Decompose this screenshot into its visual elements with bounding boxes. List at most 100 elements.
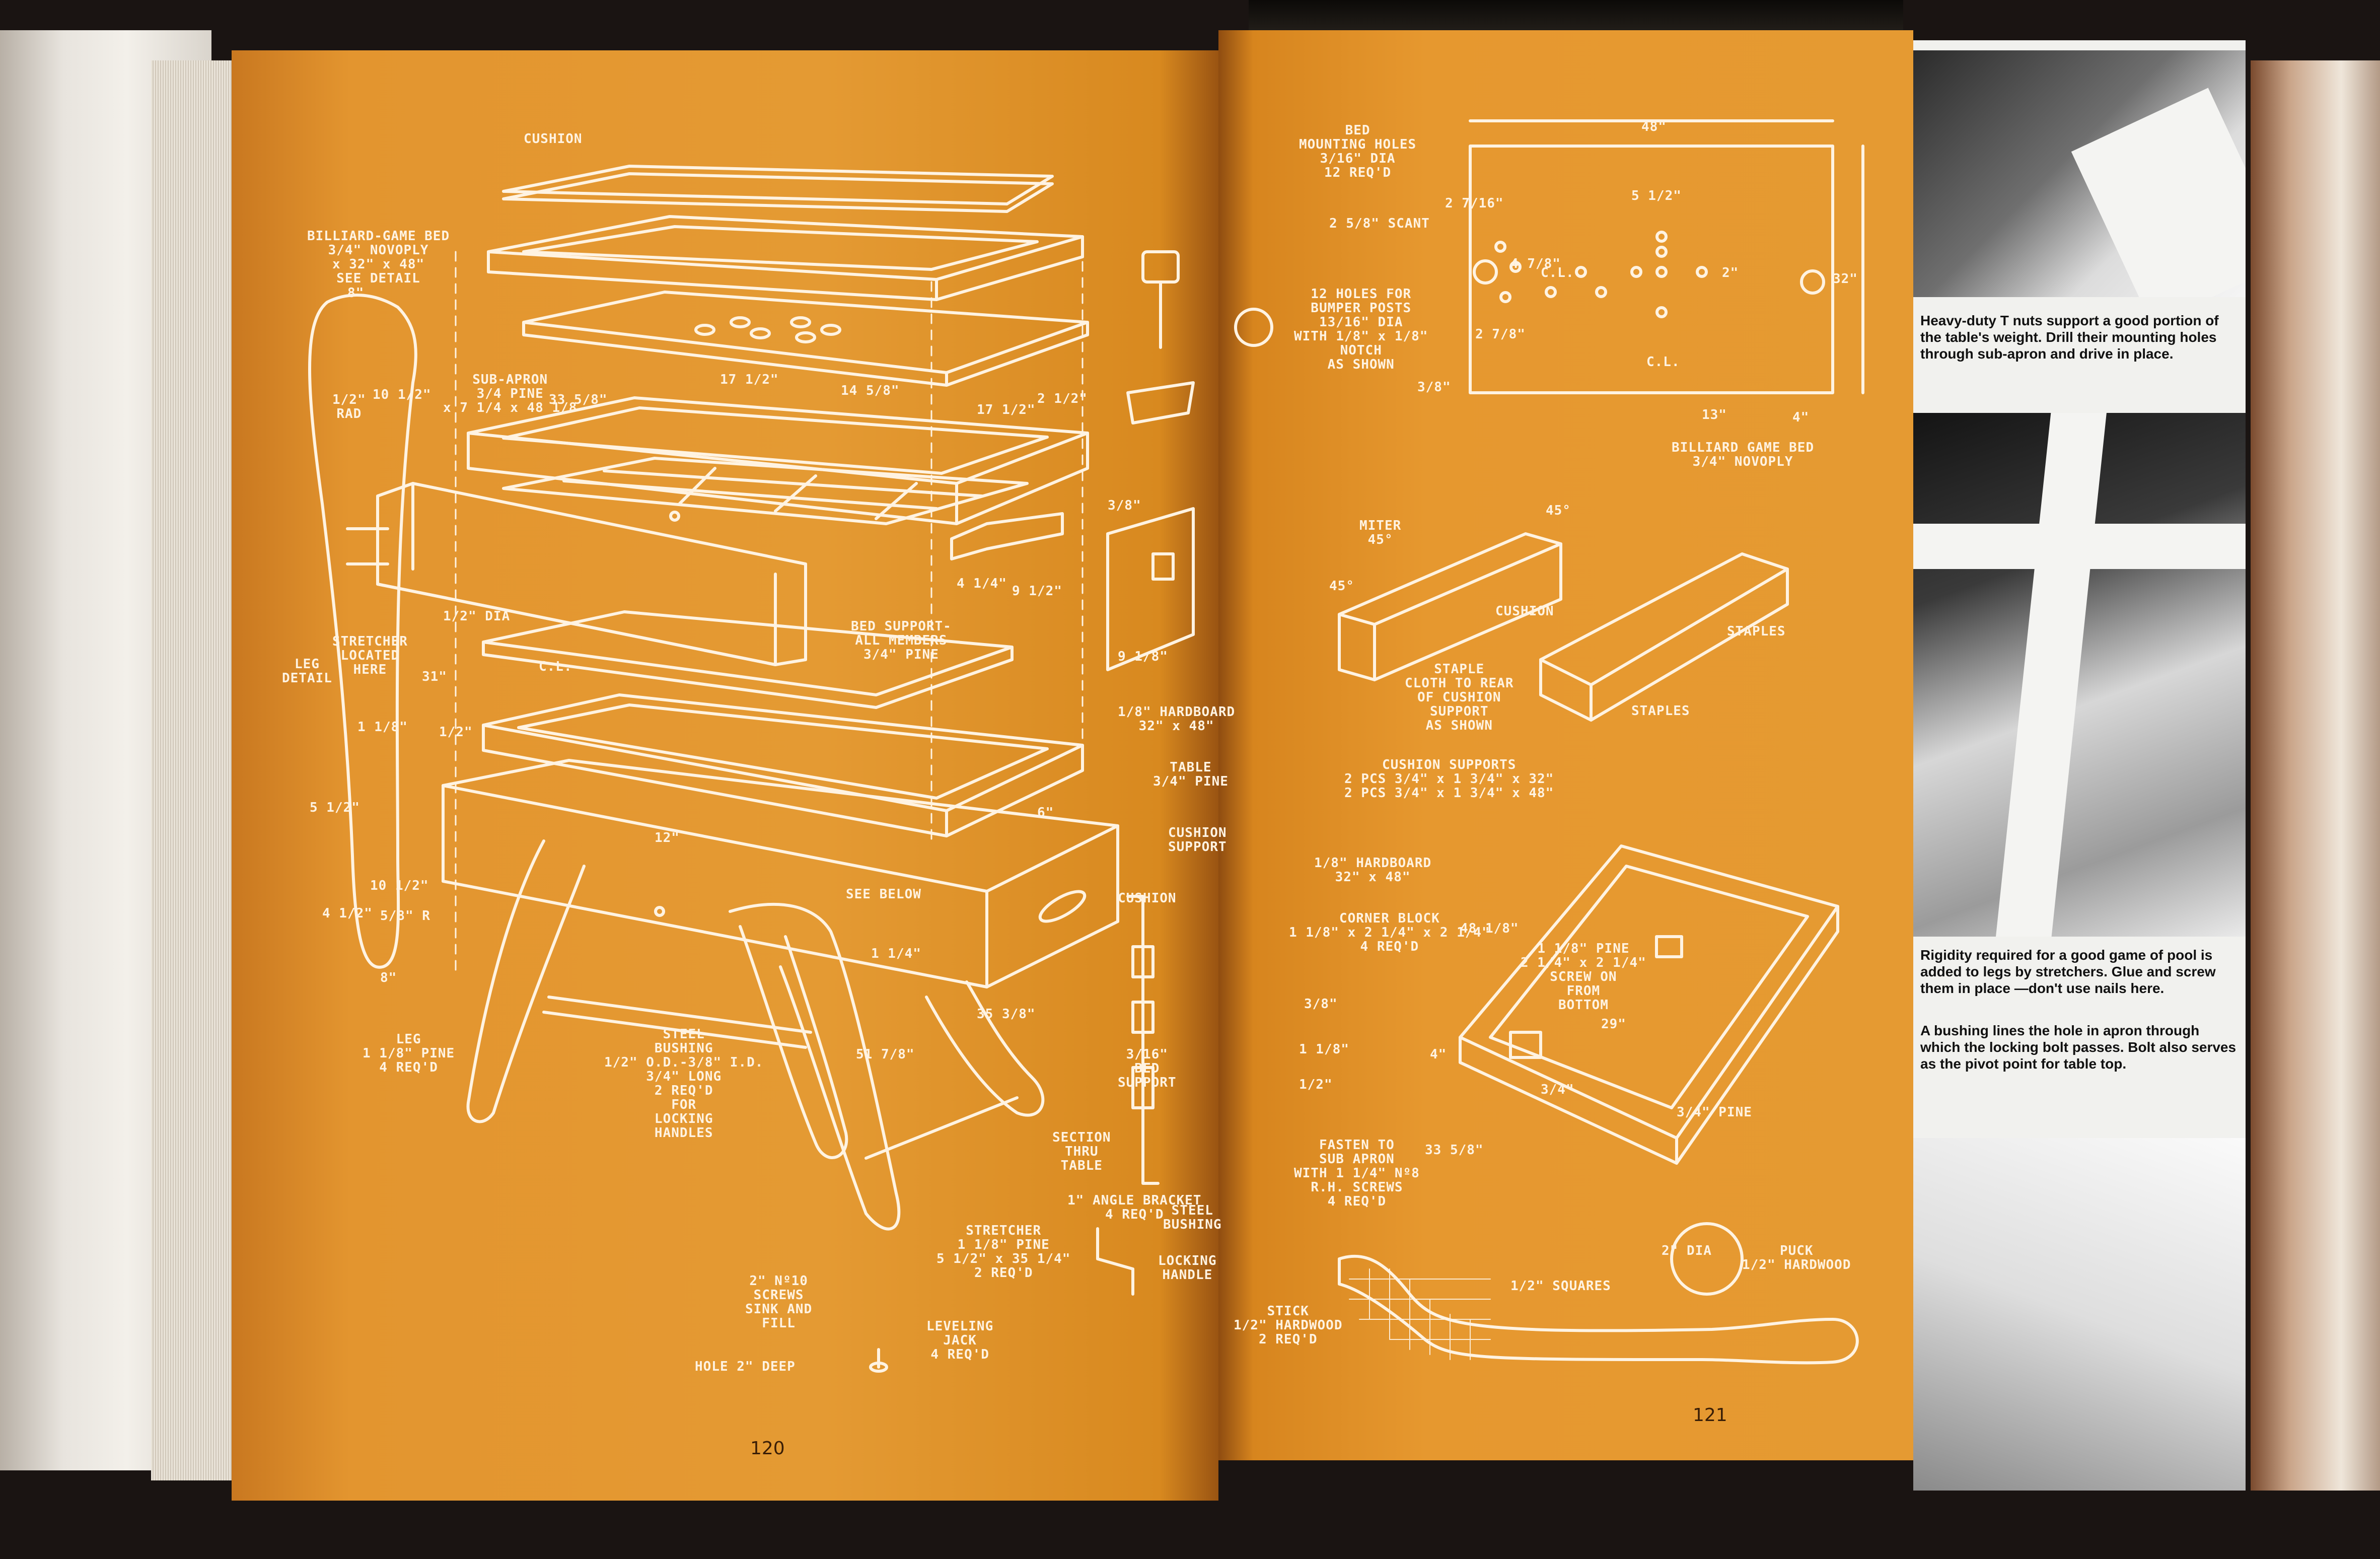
label-dim-17-half-b: 17 1/2" xyxy=(977,402,1036,417)
label-leg-width: 8" xyxy=(347,286,365,301)
label-billiard-game-bed-plan: BILLIARD GAME BED 3/4" NOVOPLY xyxy=(1672,440,1815,469)
label-steel-bushing: STEEL BUSHING 1/2" O.D.-3/8" I.D. 3/4" L… xyxy=(604,1027,764,1141)
label-dim-3-8: 3/8" xyxy=(1108,498,1141,513)
photo-stretcher-board xyxy=(1913,524,2246,569)
left-page-edges xyxy=(151,60,232,1480)
page-number-left: 120 xyxy=(750,1438,785,1459)
label-cushion: CUSHION xyxy=(524,131,583,147)
label-cushion-2: CUSHION xyxy=(1118,891,1177,906)
label-dim-6: 6" xyxy=(1037,805,1054,820)
label-hardboard-left: 1/8" HARDBOARD 32" x 48" xyxy=(1118,704,1236,734)
label-hole: HOLE 2" DEEP xyxy=(695,1359,796,1374)
label-corner-block: CORNER BLOCK 1 1/8" x 2 1/4" x 2 1/4" 4 … xyxy=(1289,911,1490,954)
label-dim-2-half: 2 1/2" xyxy=(1037,391,1088,406)
right-page xyxy=(1218,30,1913,1460)
label-dim-2-5-8-scant: 2 5/8" SCANT xyxy=(1329,216,1430,231)
label-fasten: FASTEN TO SUB APRON WITH 1 1/4" Nº8 R.H.… xyxy=(1294,1138,1420,1209)
cushion-strip-drawing xyxy=(1338,532,1562,681)
label-dim-8: 8" xyxy=(380,970,397,985)
label-stretcher-located: STRETCHER LOCATED HERE xyxy=(332,634,408,677)
label-dim-1-quarter: 1 1/4" xyxy=(871,946,921,961)
label-dim-4-b: 4" xyxy=(1430,1047,1447,1062)
label-dim-2: 2" xyxy=(1722,265,1739,280)
label-cl: C.L. xyxy=(539,659,572,674)
label-bed-support-2: 3/16" BED SUPPORT xyxy=(1118,1047,1177,1090)
tray-frame-drawing xyxy=(1459,844,1839,1165)
label-cl-b: C.L. xyxy=(1646,355,1680,370)
label-dim-10-half: 10 1/2" xyxy=(373,387,431,402)
label-dim-1-2: 1/2" xyxy=(439,725,473,740)
label-bed-support: BED SUPPORT- ALL MEMBERS 3/4" PINE xyxy=(851,619,952,662)
section-thru-table-drawing xyxy=(1096,895,1160,1296)
photo-hammer-t-nut xyxy=(1913,50,2246,297)
label-dim-2-7-16: 2 7/16" xyxy=(1445,196,1504,211)
cushion-frame-drawing xyxy=(502,165,1054,213)
bolt-ring-drawing xyxy=(1234,308,1273,347)
label-dim-48-1-8: 48 1/8" xyxy=(1460,921,1519,936)
label-dim-5-half-r: 5 1/2" xyxy=(1631,188,1682,203)
label-dim-32: 32" xyxy=(1833,271,1858,287)
label-stretcher: STRETCHER 1 1/8" PINE 5 1/2" x 35 1/4" 2… xyxy=(936,1223,1071,1281)
label-dim-35-3-8: 35 3/8" xyxy=(977,1007,1036,1022)
leg-detail-drawing xyxy=(308,294,417,969)
label-dim-9-8: 9 1/8" xyxy=(1118,649,1168,664)
table-frame-drawing xyxy=(482,693,1084,837)
label-dim-31: 31" xyxy=(422,669,447,684)
label-dim-33-5-8-r: 33 5/8" xyxy=(1425,1143,1484,1158)
label-dim-51-7-8: 51 7/8" xyxy=(856,1047,915,1062)
label-screws: 2" Nº10 SCREWS SINK AND FILL xyxy=(745,1273,813,1331)
end-block-drawing xyxy=(950,507,1195,671)
label-squares: 1/2" SQUARES xyxy=(1510,1279,1611,1294)
legs-drawing xyxy=(466,839,1045,1373)
label-puck: PUCK 1/2" HARDWOOD xyxy=(1742,1243,1851,1272)
label-cushion-support: CUSHION SUPPORT xyxy=(1168,825,1227,855)
photo-board xyxy=(2071,88,2246,297)
game-bed-plan-drawing xyxy=(1469,119,1864,394)
label-leg-pine: LEG 1 1/8" PINE 4 REQ'D xyxy=(363,1032,455,1075)
label-pine-block: 1 1/8" PINE 2 1/4" x 2 1/4" SCREW ON FRO… xyxy=(1521,941,1646,1013)
right-cover xyxy=(2251,60,2380,1491)
label-table: TABLE 3/4" PINE xyxy=(1153,760,1229,789)
label-cl-a: C.L. xyxy=(1541,265,1574,280)
bed-support-grid-drawing xyxy=(502,457,1029,525)
label-dim-17-half-a: 17 1/2" xyxy=(720,372,779,387)
caption-photo-2: Rigidity required for a good game of poo… xyxy=(1920,947,2216,996)
label-stick: STICK 1/2" HARDWOOD 2 REQ'D xyxy=(1234,1304,1343,1347)
photo-stretcher-screwing xyxy=(1913,413,2246,937)
label-bed-mounting-holes: BED MOUNTING HOLES 3/16" DIA 12 REQ'D xyxy=(1299,123,1417,180)
label-dim-48: 48" xyxy=(1641,119,1667,134)
label-dim-3-8-b: 3/8" xyxy=(1304,997,1338,1012)
label-dim-5-8-r: 5/8" R xyxy=(380,908,430,924)
label-sub-apron: SUB-APRON 3/4 PINE x 7 1/4 x 48 1/8 xyxy=(443,372,578,415)
label-dim-1-8-r: 1 1/8" xyxy=(1299,1042,1349,1057)
label-dim-4-quarter: 4 1/4" xyxy=(957,576,1007,591)
label-dim-3-8-r: 3/8" xyxy=(1417,380,1451,395)
dashed-guides xyxy=(455,251,1084,978)
grid-squares xyxy=(1349,1268,1491,1360)
label-dim-10-half-b: 10 1/2" xyxy=(370,878,429,893)
label-pine-3-4: 3/4" PINE xyxy=(1677,1105,1752,1120)
photo-column: Heavy-duty T nuts support a good portion… xyxy=(1913,40,2246,1491)
label-hardboard-right: 1/8" HARDBOARD 32" x 48" xyxy=(1314,856,1432,885)
apron-end-board-drawing xyxy=(376,482,807,666)
caption-photo-3: A bushing lines the hole in apron throug… xyxy=(1920,1023,2237,1072)
label-dim-1-2-r: 1/2" xyxy=(1299,1077,1333,1092)
label-dim-29: 29" xyxy=(1601,1017,1626,1032)
cushion-support-drawing xyxy=(1539,552,1789,722)
label-see-below: SEE BELOW xyxy=(846,887,921,902)
label-dim-12: 12" xyxy=(655,830,680,845)
label-puck-dia: 2" DIA xyxy=(1662,1243,1712,1258)
hardboard-panel-drawing xyxy=(482,610,1014,709)
label-twelve-holes: 12 HOLES FOR BUMPER POSTS 13/16" DIA WIT… xyxy=(1294,287,1428,372)
label-dim-14-5-8: 14 5/8" xyxy=(841,383,900,398)
label-dim-5-half: 5 1/2" xyxy=(310,800,360,815)
base-apron-drawing xyxy=(442,759,1119,988)
page-number-right: 121 xyxy=(1693,1405,1727,1426)
photo-bushing-hand xyxy=(1913,1138,2246,1491)
label-locking-handle: LOCKING HANDLE xyxy=(1158,1253,1217,1283)
cushion-rail-drawing xyxy=(487,215,1084,301)
stick-drawing xyxy=(1338,1222,1859,1365)
photo-leg-board xyxy=(1995,413,2109,937)
label-staples-a: STAPLES xyxy=(1727,624,1786,639)
